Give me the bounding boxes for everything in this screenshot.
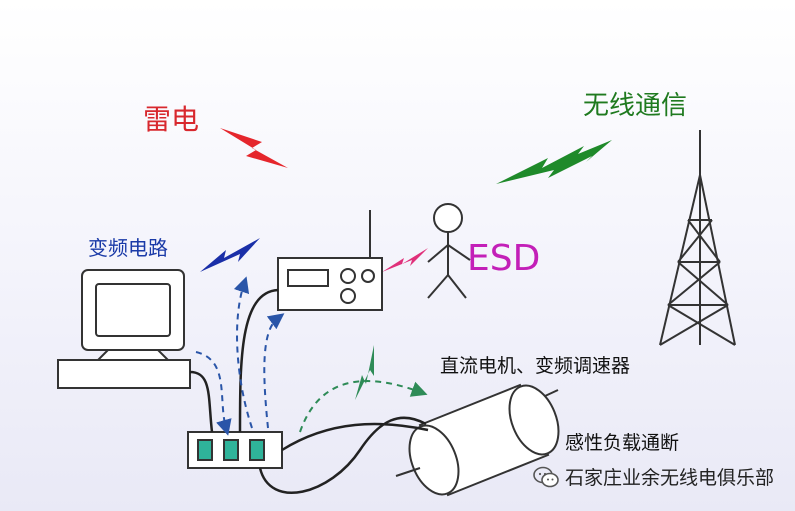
lightning-label: 雷电: [143, 103, 200, 136]
computer-icon: [57, 269, 191, 389]
wechat-icon: [533, 466, 559, 487]
wireless-label: 无线通信: [583, 91, 688, 121]
power-strip-icon: [187, 431, 283, 469]
coupling-bolt-icon: [355, 345, 374, 400]
motor-icon: [395, 383, 560, 497]
antenna-tower-icon: [659, 130, 736, 346]
inductive-load-label: 感性负载通断: [565, 432, 680, 454]
motor-label: 直流电机、变频调速器: [440, 355, 631, 377]
cables: [189, 288, 429, 494]
vfd-bolt-icon: [200, 238, 260, 272]
watermark: 石家庄业余无线电俱乐部: [533, 463, 774, 490]
vfd-circuit-label: 变频电路: [88, 236, 168, 260]
noise-paths: [195, 276, 285, 436]
radiated-path: [299, 380, 428, 433]
signal-bolt-icon: [496, 140, 612, 184]
watermark-text: 石家庄业余无线电俱乐部: [565, 467, 775, 489]
radio-icon: [277, 210, 383, 311]
lightning-bolt-icon: [220, 128, 288, 168]
person-icon: [427, 203, 471, 299]
esd-bolt-icon: [382, 248, 428, 272]
esd-label: ESD: [467, 238, 541, 279]
